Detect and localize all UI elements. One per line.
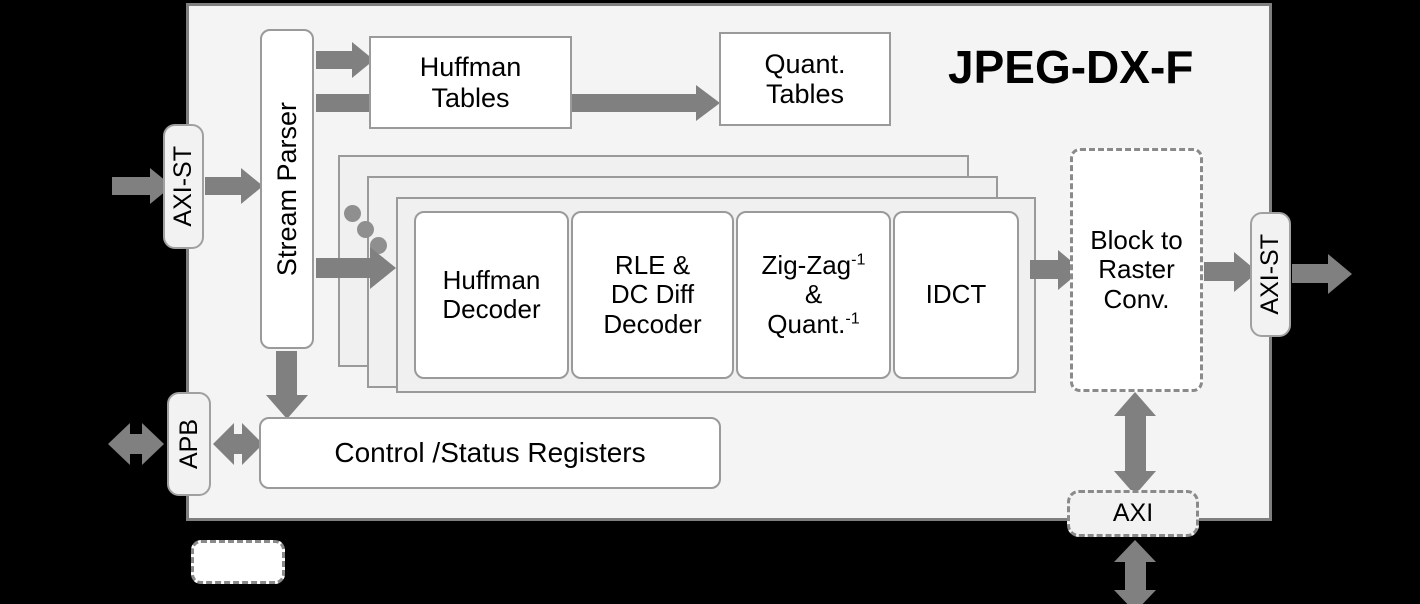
raster-to-axi-arrow xyxy=(1114,392,1158,495)
stage-zigzag-dequant-line1: Zig-Zag-1 xyxy=(762,251,866,280)
stage-zigzag-dequant[interactable]: Zig-Zag-1 & Quant.-1 xyxy=(736,211,891,379)
stage-rle-dc-diff-decoder[interactable]: RLE & DC Diff Decoder xyxy=(571,211,734,379)
port-axi-st-input-label: AXI-ST xyxy=(169,146,197,227)
block-huffman-tables[interactable]: Huffman Tables xyxy=(369,36,572,129)
block-huffman-tables-line2: Tables xyxy=(431,82,510,113)
port-axi-st-output[interactable]: AXI-ST xyxy=(1250,212,1291,337)
block-to-raster-conv[interactable]: Block to Raster Conv. xyxy=(1070,148,1203,392)
block-to-raster-conv-line1: Block to xyxy=(1090,225,1183,256)
port-axi-st-output-label: AXI-ST xyxy=(1256,234,1284,315)
block-huffman-tables-line1: Huffman xyxy=(419,52,522,83)
block-quant-tables-line1: Quant. xyxy=(764,48,846,79)
block-stream-parser-label: Stream Parser xyxy=(271,101,302,277)
output-stream-arrow xyxy=(1292,254,1352,294)
legend-key-box xyxy=(191,540,285,584)
stage-huffman-decoder-line2: Decoder xyxy=(442,294,541,324)
page-title: JPEG-DX-F xyxy=(948,41,1194,93)
stage-huffman-decoder[interactable]: Huffman Decoder xyxy=(414,211,569,379)
stage-zigzag-dequant-sup2: -1 xyxy=(845,308,860,327)
port-axi-memory-label: AXI xyxy=(1112,499,1154,527)
stage-zigzag-dequant-line1-text: Zig-Zag xyxy=(761,250,852,281)
stage-rle-dc-diff-decoder-line1: RLE & xyxy=(614,250,691,281)
parser-to-csr-arrow xyxy=(266,351,308,419)
apb-external-arrow xyxy=(108,423,164,465)
apb-to-csr-arrow xyxy=(213,423,263,465)
stage-rle-dc-diff-decoder-line3: Decoder xyxy=(603,308,702,339)
stage-zigzag-dequant-line2: & xyxy=(804,279,823,310)
stage-zigzag-dequant-sup1: -1 xyxy=(851,250,866,269)
stage-huffman-decoder-line1: Huffman xyxy=(442,264,541,295)
stage-zigzag-dequant-line3: Quant.-1 xyxy=(767,308,860,339)
stage-idct-label: IDCT xyxy=(925,279,987,310)
port-apb-label: APB xyxy=(174,418,203,470)
port-apb[interactable]: APB xyxy=(167,392,211,496)
block-control-status-registers-label: Control /Status Registers xyxy=(334,437,646,469)
parser-to-huffman-tables-arrow xyxy=(316,42,374,78)
port-axi-st-input[interactable]: AXI-ST xyxy=(163,124,204,249)
block-to-raster-conv-line3: Conv. xyxy=(1103,283,1170,314)
stage-idct[interactable]: IDCT xyxy=(893,211,1019,379)
block-control-status-registers[interactable]: Control /Status Registers xyxy=(259,417,721,489)
port-axi-memory[interactable]: AXI xyxy=(1067,490,1199,537)
parser-to-huffman-tables-bar xyxy=(316,94,372,112)
huffman-to-quant-tables-arrow xyxy=(572,85,720,121)
axi-to-parser-arrow xyxy=(205,168,263,204)
block-to-raster-conv-line2: Raster xyxy=(1098,254,1175,285)
stage-zigzag-dequant-line3-text: Quant. xyxy=(767,308,846,339)
block-quant-tables[interactable]: Quant. Tables xyxy=(719,32,891,126)
stage-rle-dc-diff-decoder-line2: DC Diff xyxy=(610,279,695,310)
block-stream-parser[interactable]: Stream Parser xyxy=(260,29,314,349)
axi-external-arrow xyxy=(1114,540,1158,604)
parser-to-pipeline-arrow xyxy=(316,247,396,289)
block-quant-tables-line2: Tables xyxy=(765,79,845,109)
